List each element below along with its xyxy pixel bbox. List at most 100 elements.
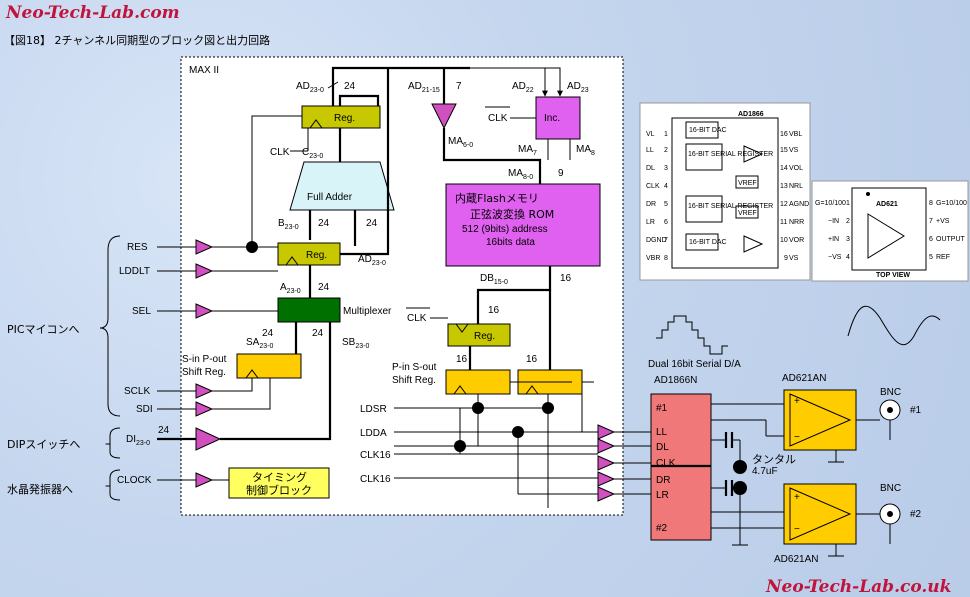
timing-label-2: 制御ブロック — [246, 483, 312, 497]
staircase-wave-icon — [656, 315, 728, 355]
svg-text:VBR: VBR — [646, 255, 660, 262]
svg-text:3: 3 — [846, 236, 850, 243]
opamp1-minus: − — [794, 432, 800, 443]
svg-text:−VS: −VS — [828, 254, 842, 261]
svg-text:11: 11 — [780, 219, 787, 226]
label-16-ps1: 16 — [456, 354, 468, 365]
svg-text:VREF: VREF — [738, 180, 757, 187]
flash-label-3: 512 (9bits) address — [462, 224, 548, 235]
label-ma80: MA8-0 — [508, 168, 533, 181]
svg-text:LL: LL — [646, 147, 654, 154]
sinpout-label-2: Shift Reg. — [182, 367, 226, 378]
ad621-pinout: AD621 G=10/100 −IN +IN −VS 1 2 3 4 8 7 6… — [811, 180, 969, 282]
svg-text:2: 2 — [664, 147, 668, 154]
svg-text:−IN: −IN — [828, 218, 839, 225]
svg-text:7: 7 — [929, 218, 933, 225]
svg-text:VL: VL — [646, 131, 655, 138]
signal-lddlt: LDDLT — [119, 266, 150, 277]
label-sa: SA23-0 — [246, 337, 273, 350]
label-16-ps2: 16 — [526, 354, 538, 365]
svg-text:+VS: +VS — [936, 218, 950, 225]
label-24-a: 24 — [318, 282, 330, 293]
svg-text:VBL: VBL — [789, 131, 802, 138]
svg-text:REF: REF — [936, 254, 950, 261]
side-label-xtal: 水晶発振器へ — [7, 482, 73, 496]
signal-sclk: SCLK — [124, 386, 150, 397]
svg-text:2: 2 — [846, 218, 850, 225]
dac-pin-ll: LL — [656, 427, 668, 438]
svg-text:16-BIT DAC: 16-BIT DAC — [689, 239, 727, 246]
inc-label: Inc. — [544, 113, 560, 124]
svg-text:OUTPUT: OUTPUT — [936, 236, 966, 243]
svg-text:4: 4 — [664, 183, 668, 190]
label-ad21: AD21-15 — [408, 81, 440, 94]
svg-text:6: 6 — [929, 236, 933, 243]
dac-pin-dl: DL — [656, 442, 669, 453]
opamp1-plus: + — [794, 396, 800, 407]
control-lines — [394, 381, 598, 508]
svg-text:AD1866: AD1866 — [738, 111, 764, 118]
maxii-label: MAX II — [189, 65, 219, 76]
svg-text:CLK: CLK — [646, 183, 660, 190]
svg-text:+IN: +IN — [828, 236, 839, 243]
svg-text:AD621: AD621 — [876, 201, 898, 208]
svg-text:8: 8 — [664, 255, 668, 262]
label-ad23: AD23 — [567, 81, 589, 94]
timing-label-1: タイミング — [252, 470, 307, 484]
svg-text:16-BIT DAC: 16-BIT DAC — [689, 127, 727, 134]
svg-text:16: 16 — [780, 131, 788, 138]
signal-clk16b: CLK16 — [360, 474, 391, 485]
brace-pic — [99, 235, 121, 417]
side-label-dip: DIPスイッチへ — [7, 438, 80, 451]
label-clk-top: CLK — [270, 147, 290, 158]
cap-value: 4.7uF — [752, 466, 778, 477]
opamp2-plus: + — [794, 492, 800, 503]
flash-label-1: 内蔵Flashメモリ — [455, 191, 539, 205]
full-adder — [289, 161, 395, 211]
bnc2-num: #2 — [910, 509, 922, 520]
dac-ch2: #2 — [656, 523, 668, 534]
bus-ad-top — [331, 66, 470, 106]
cap-label: タンタル — [752, 453, 796, 466]
label-clk-inc: CLK — [488, 113, 508, 124]
signal-di: DI23-0 — [126, 434, 150, 447]
svg-text:10: 10 — [780, 237, 788, 244]
signal-ldsr: LDSR — [360, 404, 387, 415]
label-9: 9 — [558, 168, 564, 179]
opamp-1-label: AD621AN — [782, 373, 826, 384]
dac-pin-clk: CLK — [656, 458, 676, 469]
label-ma7: MA7 — [518, 144, 537, 157]
svg-text:G=10/100: G=10/100 — [936, 200, 967, 207]
ad1866-pinout: AD1866 16-BIT DAC 16-BIT SERIAL REGISTER… — [639, 102, 811, 281]
label-24-sa: 24 — [262, 328, 274, 339]
signal-sel: SEL — [132, 306, 151, 317]
dac-pin-lr: LR — [656, 490, 669, 501]
svg-text:TOP VIEW: TOP VIEW — [876, 272, 910, 279]
svg-text:13: 13 — [780, 183, 788, 190]
label-sb: SB23-0 — [342, 337, 369, 350]
svg-text:8: 8 — [929, 200, 933, 207]
dac-caption: Dual 16bit Serial D/A — [648, 359, 741, 370]
flash-rom — [445, 183, 601, 267]
bnc1-label: BNC — [880, 387, 901, 398]
svg-text:7: 7 — [664, 237, 668, 244]
bnc1-num: #1 — [910, 405, 922, 416]
bnc-1 — [879, 399, 901, 440]
label-ma60: MA6-0 — [448, 136, 473, 149]
pinsout-label-1: P-in S-out — [392, 362, 437, 373]
svg-text:9: 9 — [784, 255, 788, 262]
pinsout-register-1 — [445, 369, 511, 395]
sine-wave-icon — [847, 305, 941, 346]
label-db: DB15-0 — [480, 273, 508, 286]
multiplexer — [277, 297, 341, 323]
svg-text:VREF: VREF — [738, 210, 757, 217]
svg-text:DL: DL — [646, 165, 655, 172]
svg-text:G=10/100: G=10/100 — [815, 200, 846, 207]
svg-text:4: 4 — [846, 254, 850, 261]
page-title: 【図18】 2チャンネル同期型のブロック図と出力回路 — [4, 33, 270, 47]
junctions — [454, 402, 554, 452]
svg-text:VOL: VOL — [789, 165, 803, 172]
sinpout-register — [236, 353, 302, 379]
svg-text:1: 1 — [846, 200, 850, 207]
